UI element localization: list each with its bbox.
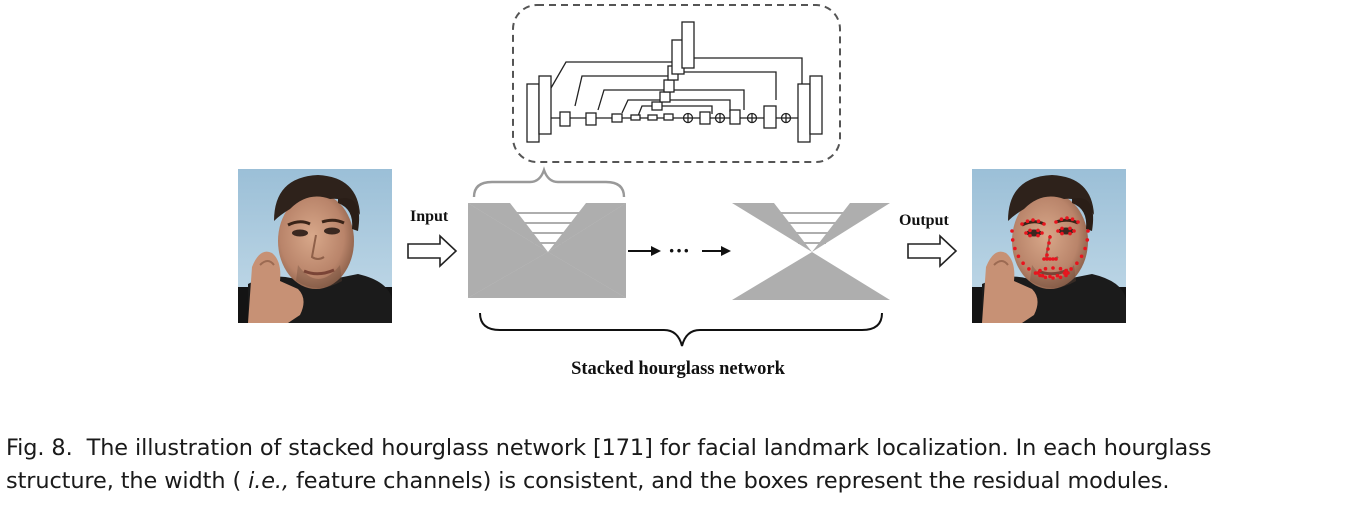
landmark-point — [1047, 241, 1051, 245]
landmark-point — [1068, 231, 1072, 236]
landmark-point — [1025, 219, 1030, 223]
landmark-point — [1056, 229, 1060, 233]
landmark-point — [1075, 261, 1079, 266]
landmark-point — [1058, 275, 1063, 280]
stack-brace — [479, 312, 883, 347]
landmark-point — [1072, 229, 1076, 233]
landmark-point — [1058, 266, 1063, 271]
output-arrow-icon — [907, 234, 958, 268]
landmark-point — [1021, 261, 1025, 266]
landmark-point — [1048, 235, 1052, 239]
landmark-point — [1036, 271, 1040, 275]
landmark-point — [1028, 228, 1032, 233]
landmark-point — [1086, 229, 1090, 233]
landmark-point — [1040, 273, 1045, 278]
landmark-point — [1054, 220, 1058, 224]
hourglass-module-2 — [732, 203, 890, 300]
landmark-point — [1043, 275, 1048, 280]
landmark-point — [1024, 231, 1028, 235]
landmark-point — [1036, 219, 1041, 223]
landmark-point — [1027, 267, 1031, 271]
facial-landmarks — [1010, 216, 1090, 280]
landmark-point — [1045, 257, 1049, 261]
landmark-point — [1036, 228, 1040, 233]
caption-line-2: structure, the width ( i.e., feature cha… — [6, 468, 1170, 494]
ellipsis: ··· — [668, 238, 690, 263]
landmark-point — [1040, 231, 1044, 235]
hourglass-detail — [512, 4, 841, 163]
landmark-point — [1013, 246, 1017, 251]
landmark-point — [1064, 268, 1068, 273]
landmark-point — [1060, 231, 1064, 236]
stack-connector: ··· — [628, 238, 731, 263]
hourglass-figure: Input Output ··· Stacked hourglass net — [238, 4, 1127, 379]
landmark-point — [1083, 246, 1087, 251]
landmark-point — [1076, 220, 1080, 224]
landmark-point — [1046, 247, 1050, 251]
network-label: Stacked hourglass network — [571, 359, 786, 379]
hourglass-module-1 — [468, 203, 626, 298]
landmark-point — [1010, 238, 1015, 242]
landmark-point — [1028, 233, 1032, 238]
landmark-point — [1042, 222, 1046, 226]
figure-caption: Fig. 8. The illustration of stacked hour… — [6, 432, 1358, 498]
input-arrow-icon — [407, 234, 458, 268]
landmark-point — [1038, 268, 1042, 273]
landmark-point — [1055, 273, 1060, 278]
caption-line-1: Fig. 8. The illustration of stacked hour… — [6, 435, 1212, 461]
landmark-point — [1051, 276, 1055, 280]
landmark-point — [1051, 257, 1055, 261]
landmark-point — [1010, 229, 1014, 233]
output-label: Output — [899, 212, 949, 229]
landmark-point — [1070, 217, 1075, 221]
landmark-point — [1051, 266, 1055, 270]
landmark-point — [1069, 267, 1073, 271]
landmark-point — [1079, 254, 1084, 259]
landmark-point — [1065, 216, 1069, 220]
landmark-point — [1043, 266, 1048, 271]
landmark-point — [1068, 226, 1072, 231]
landmark-point — [1042, 257, 1046, 261]
landmark-point — [1054, 257, 1058, 261]
landmark-point — [1020, 222, 1024, 226]
landmark-point — [1059, 217, 1064, 221]
landmark-point — [1045, 253, 1049, 257]
input-face-image — [238, 169, 392, 323]
landmark-point — [1060, 226, 1064, 231]
landmark-point — [1066, 271, 1070, 275]
landmark-point — [1036, 233, 1040, 238]
landmark-point — [1085, 238, 1090, 242]
landmark-point — [1048, 257, 1052, 261]
landmark-point — [1064, 273, 1068, 278]
landmark-point — [1031, 218, 1035, 222]
output-face-image — [972, 169, 1127, 323]
zoom-brace — [472, 166, 626, 198]
landmark-point — [1016, 254, 1021, 259]
input-label: Input — [410, 208, 449, 225]
landmark-point — [1038, 273, 1042, 278]
landmark-point — [1048, 274, 1052, 279]
